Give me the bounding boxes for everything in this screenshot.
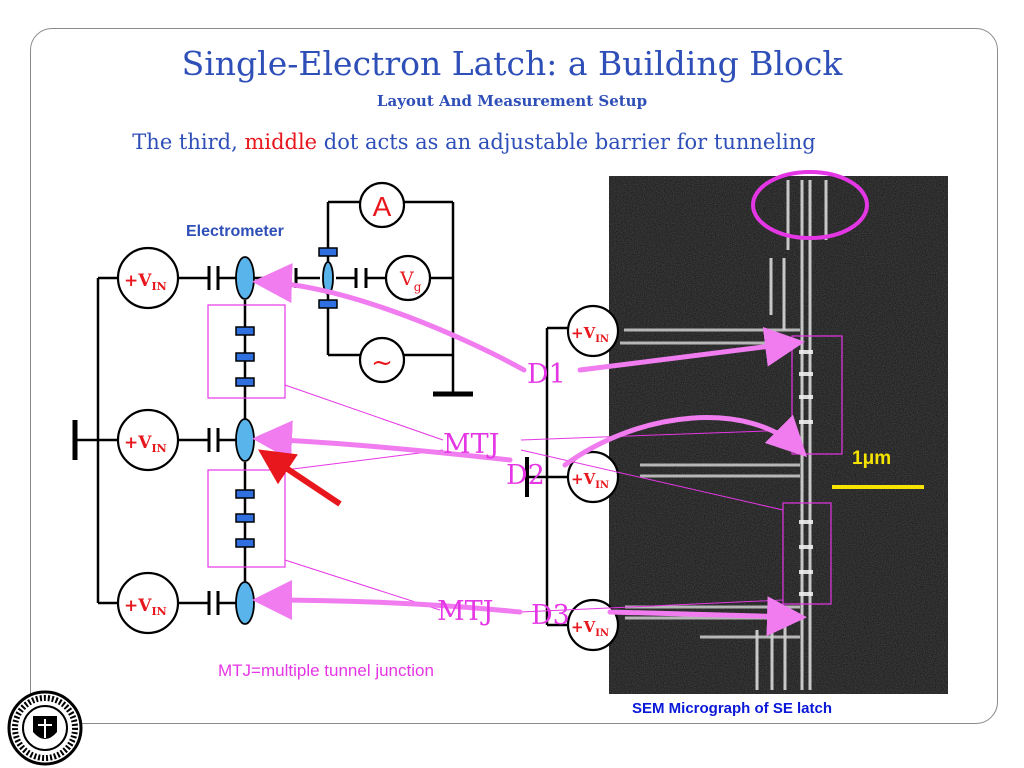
gate-voltage-label: Vg	[399, 268, 422, 294]
dot-label-d3: D3	[531, 600, 570, 631]
mtj-label-top: MTJ	[443, 429, 499, 460]
university-seal	[7, 690, 83, 766]
electrometer-highlight-ellipse	[751, 170, 869, 240]
lead-suffix: dot acts as an adjustable barrier for tu…	[317, 130, 816, 154]
dot-label-d1: D1	[527, 359, 566, 390]
lead-sentence: The third, middle dot acts as an adjusta…	[0, 130, 948, 154]
dot-label-d2: D2	[506, 460, 545, 491]
mapping-arrows	[252, 263, 808, 637]
vin-label-2: +VIN	[124, 433, 167, 455]
vin-label-6: +VIN	[571, 618, 609, 639]
mtj-label-bottom: MTJ	[437, 596, 493, 627]
dot-d3	[235, 581, 255, 625]
barrier-pointer-arrow	[258, 449, 342, 507]
ac-source-symbol: ~	[371, 348, 393, 378]
dot-d1	[235, 256, 255, 300]
ac-source-circle	[358, 336, 406, 384]
dot-d2	[235, 418, 255, 462]
slide-subtitle: Layout And Measurement Setup	[376, 92, 648, 110]
mtj-box-bottom	[207, 469, 286, 568]
ammeter-circle	[358, 181, 406, 229]
vin-label-1: +VIN	[124, 271, 167, 293]
vin-label-3: +VIN	[124, 596, 167, 618]
quantum-dots	[235, 256, 334, 625]
input-sources	[116, 246, 620, 652]
slide-frame	[30, 28, 998, 724]
lead-prefix: The third,	[132, 130, 245, 154]
mtj-note: MTJ=multiple tunnel junction	[218, 661, 434, 680]
slide-title: Single-Electron Latch: a Building Block	[181, 44, 843, 83]
vin-labels: +VIN +VIN +VIN +VIN +VIN +VIN	[124, 271, 609, 639]
electrometer-label: Electrometer	[186, 223, 284, 240]
ammeter-symbol: A	[373, 191, 392, 222]
mtj-box-top	[207, 304, 286, 399]
lead-highlight: middle	[244, 130, 318, 154]
gate-source-circle	[384, 254, 432, 302]
tunnel-junctions-left	[235, 247, 338, 548]
sem-caption: SEM Micrograph of SE latch	[632, 700, 832, 717]
vin-label-4: +VIN	[571, 324, 609, 345]
scale-label: 1μm	[852, 448, 891, 469]
vin-label-5: +VIN	[571, 470, 609, 491]
